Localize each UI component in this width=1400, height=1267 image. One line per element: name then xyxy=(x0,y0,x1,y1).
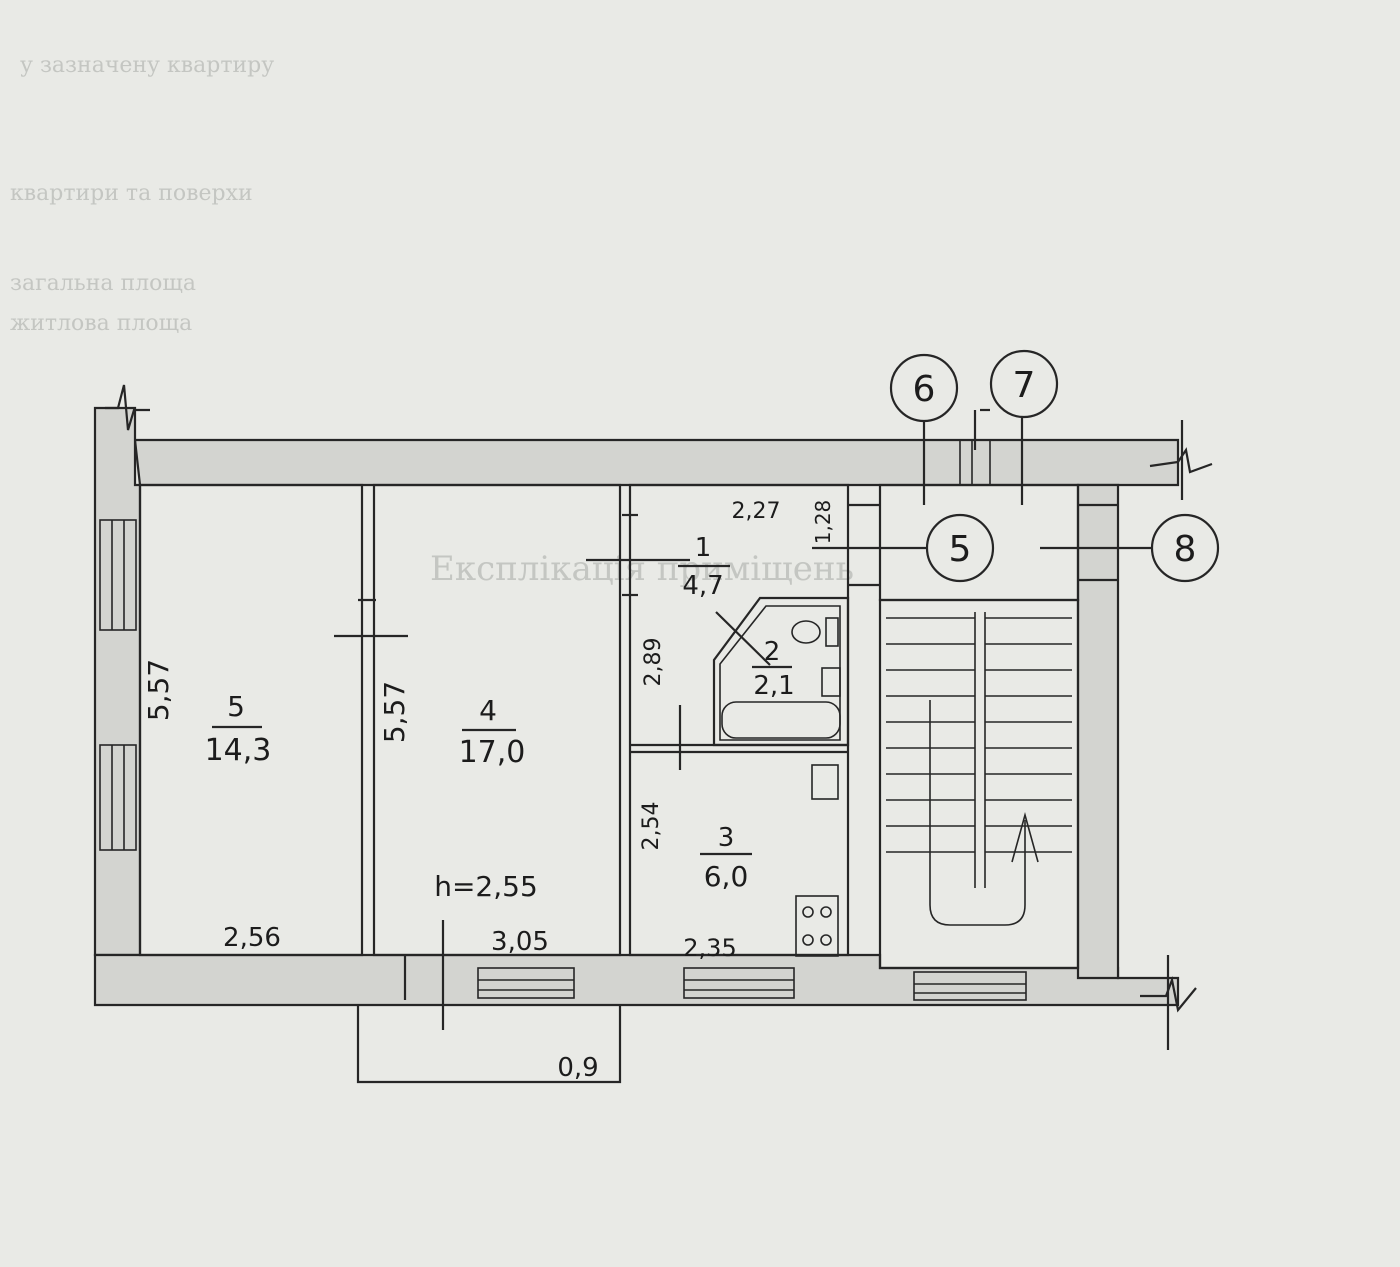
room-4-outline xyxy=(372,483,622,957)
windows xyxy=(99,439,1027,1001)
axis-marker-7-label: 7 xyxy=(1013,365,1036,406)
axis-markers: 6 7 5 8 xyxy=(812,349,1220,583)
staircase xyxy=(886,612,1072,926)
dimension-labels: 5,57 2,56 5,57 3,05 h=2,55 2,27 1,28 2,8… xyxy=(142,499,835,1083)
landing-outline xyxy=(878,483,1080,602)
walls xyxy=(93,406,1180,1007)
stairwell-outline xyxy=(878,598,1080,970)
bathtub xyxy=(721,701,841,739)
room-5-height-dim: 5,57 xyxy=(142,659,175,721)
kitchen-width-dim: 2,35 xyxy=(683,934,736,962)
room-4-height-dim: 5,57 xyxy=(378,681,411,743)
axis-marker-6-label: 6 xyxy=(913,369,936,410)
room-5-number: 5 xyxy=(227,690,245,723)
left-wall xyxy=(93,406,142,957)
axis-marker-8-label: 8 xyxy=(1174,529,1197,570)
room-3-number: 3 xyxy=(718,823,735,853)
balcony-width-dim: 0,9 xyxy=(557,1053,598,1083)
room-1-number: 1 xyxy=(695,533,712,563)
stove xyxy=(795,895,839,957)
background-line-4: житлова площа xyxy=(10,311,192,336)
room-5-outline xyxy=(138,483,364,957)
door-marks xyxy=(334,513,771,1030)
hall-height-dim: 1,28 xyxy=(811,500,835,545)
background-text: у зазначену квартиру квартири та поверхи… xyxy=(10,53,854,589)
room-5-area: 14,3 xyxy=(205,733,272,768)
interior-partitions xyxy=(138,483,1118,970)
room-5-width-dim: 2,56 xyxy=(223,923,281,953)
window-bottom-room4 xyxy=(477,967,575,999)
axis-marker-5-label: 5 xyxy=(949,529,972,570)
balcony-outline xyxy=(356,1005,622,1084)
window-bottom-stair xyxy=(913,971,1027,1001)
background-line-1: у зазначену квартиру xyxy=(20,53,274,78)
background-line-3: загальна площа xyxy=(10,271,196,296)
bottom-wall xyxy=(93,953,1180,1007)
hall-width-dim: 2,27 xyxy=(732,499,781,524)
fixtures xyxy=(721,617,841,957)
room-1-area: 4,7 xyxy=(682,571,723,601)
window-left-lower xyxy=(99,744,137,851)
break-marks xyxy=(105,384,1213,1050)
window-bottom-kitchen xyxy=(683,967,795,999)
background-line-2: квартири та поверхи xyxy=(10,181,253,206)
kitchen-sink xyxy=(811,764,839,800)
room-3-area: 6,0 xyxy=(704,860,749,893)
axis-marker-7 xyxy=(989,349,1059,419)
break-mark-top-right xyxy=(1149,447,1213,474)
break-mark-top-left xyxy=(105,384,150,431)
room-labels: 5 14,3 4 17,0 1 4,7 2 2,1 3 6,0 xyxy=(205,533,795,893)
background-line-5: Експлікація приміщень xyxy=(430,549,854,589)
ceiling-height-label: h=2,55 xyxy=(434,870,538,903)
hall-length-dim: 2,89 xyxy=(641,638,666,687)
break-mark-bottom-right xyxy=(1140,976,1197,1013)
room-4-number: 4 xyxy=(479,694,497,727)
sink xyxy=(821,667,841,697)
room-2-outline xyxy=(712,596,850,747)
right-wall xyxy=(1076,483,1120,980)
room-4-area: 17,0 xyxy=(459,735,526,770)
room-4-width-dim: 3,05 xyxy=(491,927,549,957)
kitchen-height-dim: 2,54 xyxy=(639,802,664,851)
stair-treads xyxy=(886,617,1072,853)
toilet xyxy=(791,620,821,644)
room-2-area: 2,1 xyxy=(753,671,794,701)
window-left-upper xyxy=(99,519,137,631)
room-2-number: 2 xyxy=(764,637,781,667)
